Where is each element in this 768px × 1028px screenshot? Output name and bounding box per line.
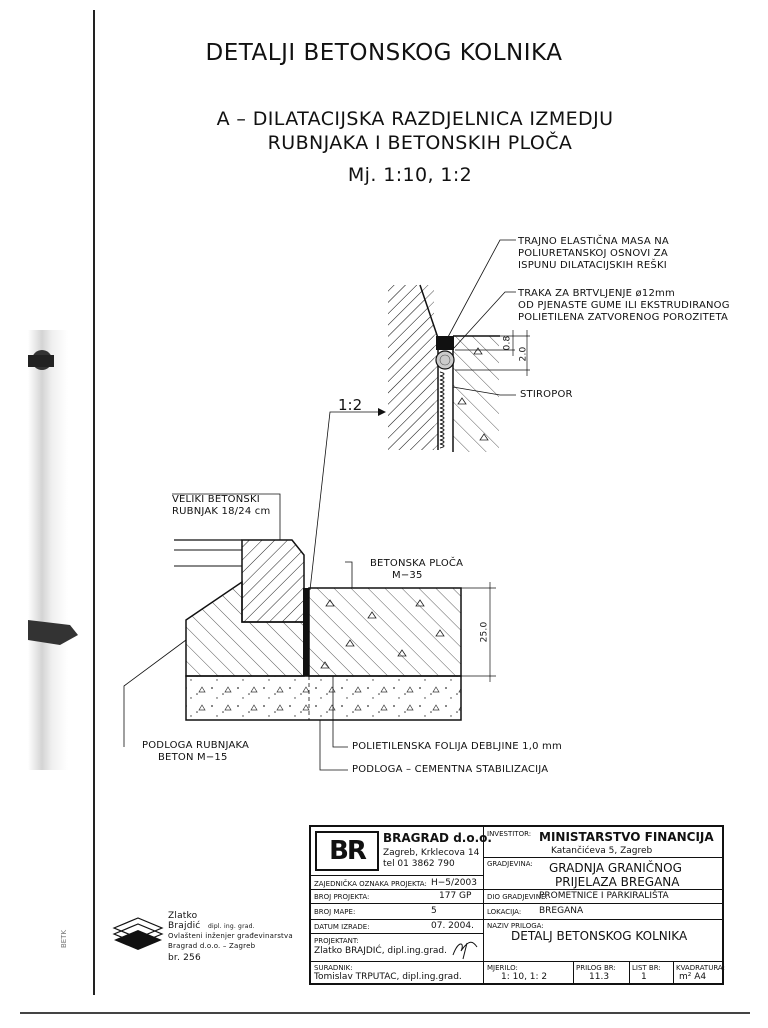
associate-label: SURADNIK:: [314, 964, 353, 972]
signature-icon: [452, 941, 478, 960]
note-curb-1: VELIKI BETONSKI: [172, 494, 260, 505]
investor-label: INVESTITOR:: [487, 830, 532, 838]
stamp-name-1: Zlatko: [168, 911, 198, 921]
drawing-title: DETALJI BETONSKOG KOLNIKA: [205, 40, 563, 66]
note-strip-1: TRAKA ZA BRTVLJENJE ø12mm: [518, 288, 675, 299]
note-base-1: PODLOGA RUBNJAKA: [142, 740, 250, 751]
investor-address: Katančićeva 5, Zagreb: [551, 846, 653, 856]
note-foil: POLIETILENSKA FOLIJA DEBLJINE 1,0 mm: [352, 741, 562, 752]
detail-scale-label: 1:2: [338, 396, 363, 414]
dim-20: 2.0: [518, 346, 529, 362]
attach-name-label: NAZIV PRILOGA:: [487, 922, 544, 930]
title-block: BR BRAGRAD d.o.o. Zagreb, Krklecova 14 t…: [309, 825, 725, 985]
project-no: 177 GP: [439, 891, 472, 901]
attach-no: 11.3: [589, 972, 610, 982]
associate: Tomislav TRPUTAC, dipl.ing.grad.: [314, 972, 462, 982]
joint-detail-enlarged: [309, 239, 530, 591]
project-no-label: BROJ PROJEKTA:: [314, 893, 370, 901]
folder: 5: [431, 906, 437, 916]
part-label: DIO GRADJEVINE:: [487, 893, 548, 901]
note-elastic-mass-3: ISPUNU DILATACIJSKIH REŠKI: [518, 260, 667, 271]
scan-binding-edge: [0, 0, 92, 1024]
bottom-edge-line: [20, 1012, 750, 1014]
dim-250: 25.0: [479, 621, 490, 643]
company-name: BRAGRAD d.o.o.: [383, 831, 492, 845]
location-label: LOKACIJA:: [487, 908, 522, 916]
building-2: PRIJELAZA BREGANA: [555, 875, 680, 889]
subtitle-line-2: RUBNJAKA I BETONSKIH PLOČA: [267, 132, 573, 154]
attach-name: DETALJ BETONSKOG KOLNIKA: [511, 929, 688, 943]
subtitle-line-1: A – DILATACIJSKA RAZDJELNICA IZMEDJU: [216, 108, 614, 130]
stamp-number: br. 256: [168, 953, 201, 963]
note-slab-1: BETONSKA PLOČA: [370, 558, 464, 569]
drawing-scale: Mj. 1:10, 1:2: [347, 164, 473, 186]
note-curb-2: RUBNJAK 18/24 cm: [172, 506, 271, 517]
note-subbase: PODLOGA – CEMENTNA STABILIZACIJA: [352, 764, 549, 775]
company-tel: tel 01 3862 790: [383, 859, 455, 869]
stamp-degree: dipl. ing. grad.: [208, 923, 255, 930]
scale-label: MJERILO:: [487, 964, 518, 972]
note-strip-3: POLIETILENA ZATVORENOG POROZITETA: [518, 312, 729, 323]
part: PROMETNICE I PARKIRALIŠTA: [539, 891, 669, 901]
pavement-section: [123, 493, 496, 771]
margin-line: [93, 10, 95, 995]
note-slab-2: M−35: [392, 570, 423, 581]
location: BREGANA: [539, 906, 584, 916]
note-base-2: BETON M−15: [158, 752, 228, 763]
company-address: Zagreb, Krklecova 14: [383, 848, 480, 858]
company-logo: BR: [315, 831, 379, 871]
building-1: GRADNJA GRANIČNOG: [549, 861, 682, 875]
designer: Zlatko BRAJDIĆ, dipl.ing.grad.: [314, 946, 448, 956]
folder-label: BROJ MAPE:: [314, 908, 356, 916]
note-elastic-mass-1: TRAJNO ELASTIČNA MASA NA: [518, 236, 669, 247]
scale-value: 1: 10, 1: 2: [501, 972, 548, 982]
sheet-label: LIST BR:: [632, 964, 661, 972]
stamp-logo-icon: [112, 917, 164, 950]
note-elastic-mass-2: POLIURETANSKOJ OSNOVI ZA: [518, 248, 668, 259]
date-label: DATUM IZRADE:: [314, 923, 370, 931]
dim-08: 0.8: [502, 335, 513, 351]
sheet: 1: [641, 972, 647, 982]
building-label: GRADJEVINA:: [487, 860, 533, 868]
note-strip-2: OD PJENASTE GUME ILI EKSTRUDIRANOG: [518, 300, 730, 311]
attach-no-label: PRILOG BR:: [576, 964, 616, 972]
joint-mark: H−5/2003: [431, 878, 477, 888]
format: m² A4: [679, 972, 707, 982]
stamp-role: Ovlašteni inženjer građevinarstva: [168, 932, 293, 940]
joint-mark-label: ZAJEDNIČKA OZNAKA PROJEKTA:: [314, 880, 427, 888]
investor-name: MINISTARSTVO FINANCIJA: [539, 830, 714, 844]
date: 07. 2004.: [431, 921, 474, 931]
note-stiropor: STIROPOR: [520, 389, 573, 400]
format-label: KVADRATURA:: [676, 964, 725, 972]
stamp-firm: Bragrad d.o.o. – Zagreb: [168, 942, 256, 950]
stamp-name-2: Brajdić: [168, 921, 201, 931]
designer-label: PROJEKTANT:: [314, 937, 359, 945]
